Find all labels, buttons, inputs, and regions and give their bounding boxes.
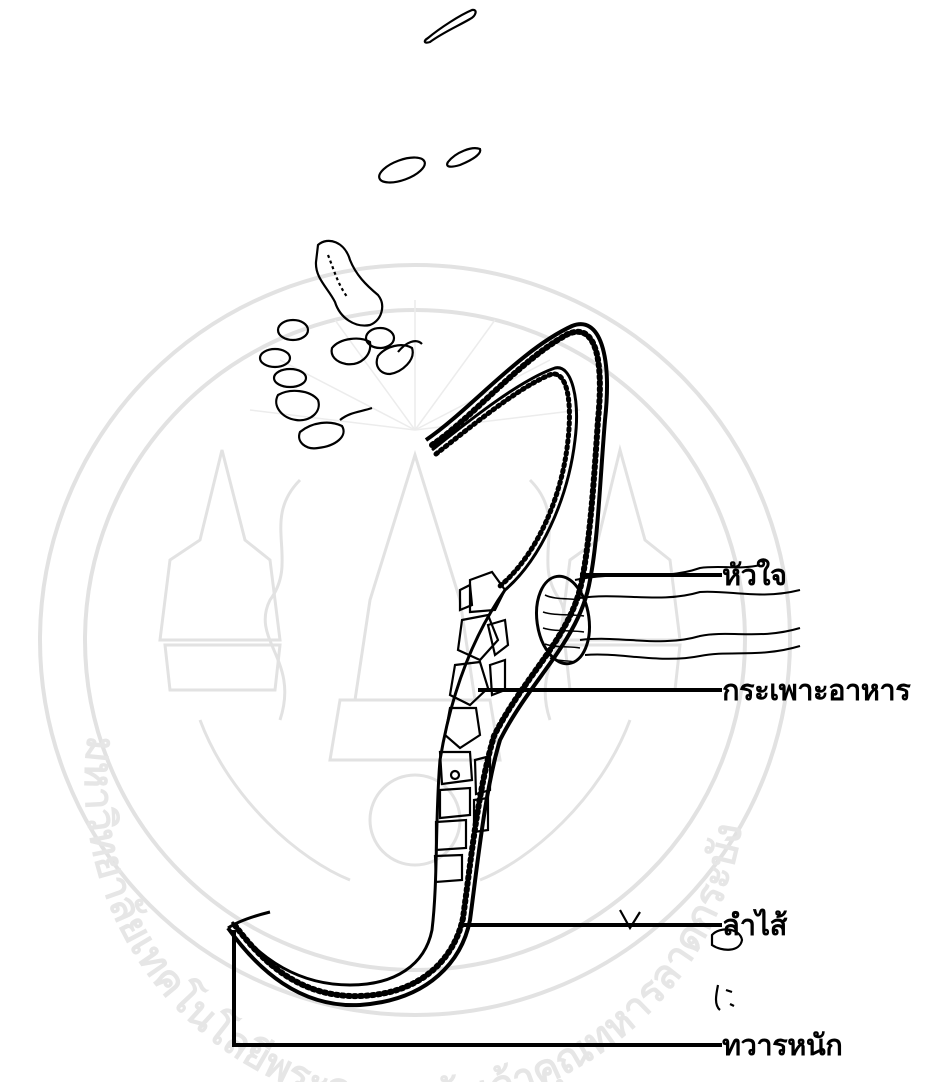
label-heart: หัวใจ (722, 561, 787, 590)
watermark-text: มหาวิทยาลัยเทคโนโลยีพระจอมเกล้าเจ้าคุณทห… (75, 734, 752, 1082)
label-stomach: กระเพาะอาหาร (722, 676, 910, 705)
label-intestine: ลำไส้ (722, 911, 787, 940)
specimen-fragments (260, 10, 480, 448)
label-anus: ทวารหนัก (722, 1031, 842, 1060)
